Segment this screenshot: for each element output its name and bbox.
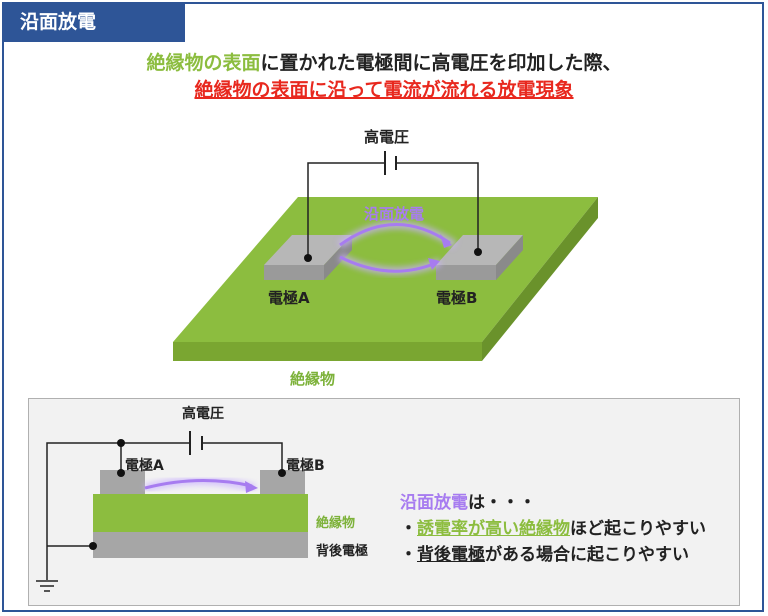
bullet-2-marker: ・: [400, 545, 417, 565]
note-intro: 沿面放電は・・・: [400, 488, 536, 513]
headline-line1-rest: に置かれた電極間に高電圧を印加した際、: [260, 52, 622, 74]
back-electrode-layer: [93, 532, 308, 558]
note-intro-highlight: 沿面放電: [400, 493, 468, 513]
electrode-a-label-top: 電極A: [268, 289, 310, 307]
ground-icon: [36, 580, 58, 592]
insulator-side: [482, 197, 598, 361]
note-intro-rest: は・・・: [468, 493, 536, 513]
electrode-a-front: [264, 265, 324, 280]
surface-discharge-3d-diagram: [173, 151, 598, 361]
note-bullet-2: ・背後電極がある場合に起こりやすい: [400, 540, 689, 565]
insulator-front: [173, 342, 482, 361]
discharge-arc-cross: [144, 478, 253, 490]
discharge-label-top: 沿面放電: [364, 205, 425, 223]
electrode-b-label-bottom: 電極B: [286, 458, 325, 474]
note-bullet-1: ・誘電率が高い絶縁物ほど起こりやすい: [400, 514, 706, 539]
electrode-b-side: [496, 235, 523, 280]
bullet-2-rest: がある場合に起こりやすい: [485, 545, 689, 565]
bullet-2-highlight: 背後電極: [417, 545, 485, 565]
voltage-label-top: 高電圧: [364, 128, 410, 146]
terminal-b: [474, 248, 482, 256]
wire-main-left: [46, 442, 189, 580]
bullet-1-highlight: 誘電率が高い絶縁物: [417, 519, 570, 539]
insulator-label-bottom: 絶縁物: [316, 516, 356, 531]
electrode-b-front: [436, 265, 496, 280]
headline-line2: 絶縁物の表面に沿って電流が流れる放電現象: [194, 79, 574, 101]
insulator-layer: [93, 494, 308, 532]
insulator-label-top: 絶縁物: [290, 370, 336, 388]
discharge-arc-upper: [339, 223, 451, 247]
headline-line1: 絶縁物の表面に置かれた電極間に高電圧を印加した際、: [0, 48, 768, 75]
section-title: 沿面放電: [2, 2, 185, 42]
bullet-1-rest: ほど起こりやすい: [570, 519, 706, 539]
electrode-a-label-bottom: 電極A: [125, 458, 164, 474]
terminal-a: [304, 254, 312, 262]
wire-left: [307, 162, 385, 258]
wire-right: [396, 162, 479, 252]
discharge-arc-lower: [339, 255, 437, 273]
headline-highlight: 絶縁物の表面: [146, 52, 261, 74]
electrode-b-label-top: 電極B: [436, 289, 478, 307]
voltage-label-bottom: 高電圧: [182, 406, 224, 422]
bullet-1-marker: ・: [400, 519, 417, 539]
wire-main-right: [203, 442, 283, 473]
back-electrode-label: 背後電極: [316, 544, 369, 559]
